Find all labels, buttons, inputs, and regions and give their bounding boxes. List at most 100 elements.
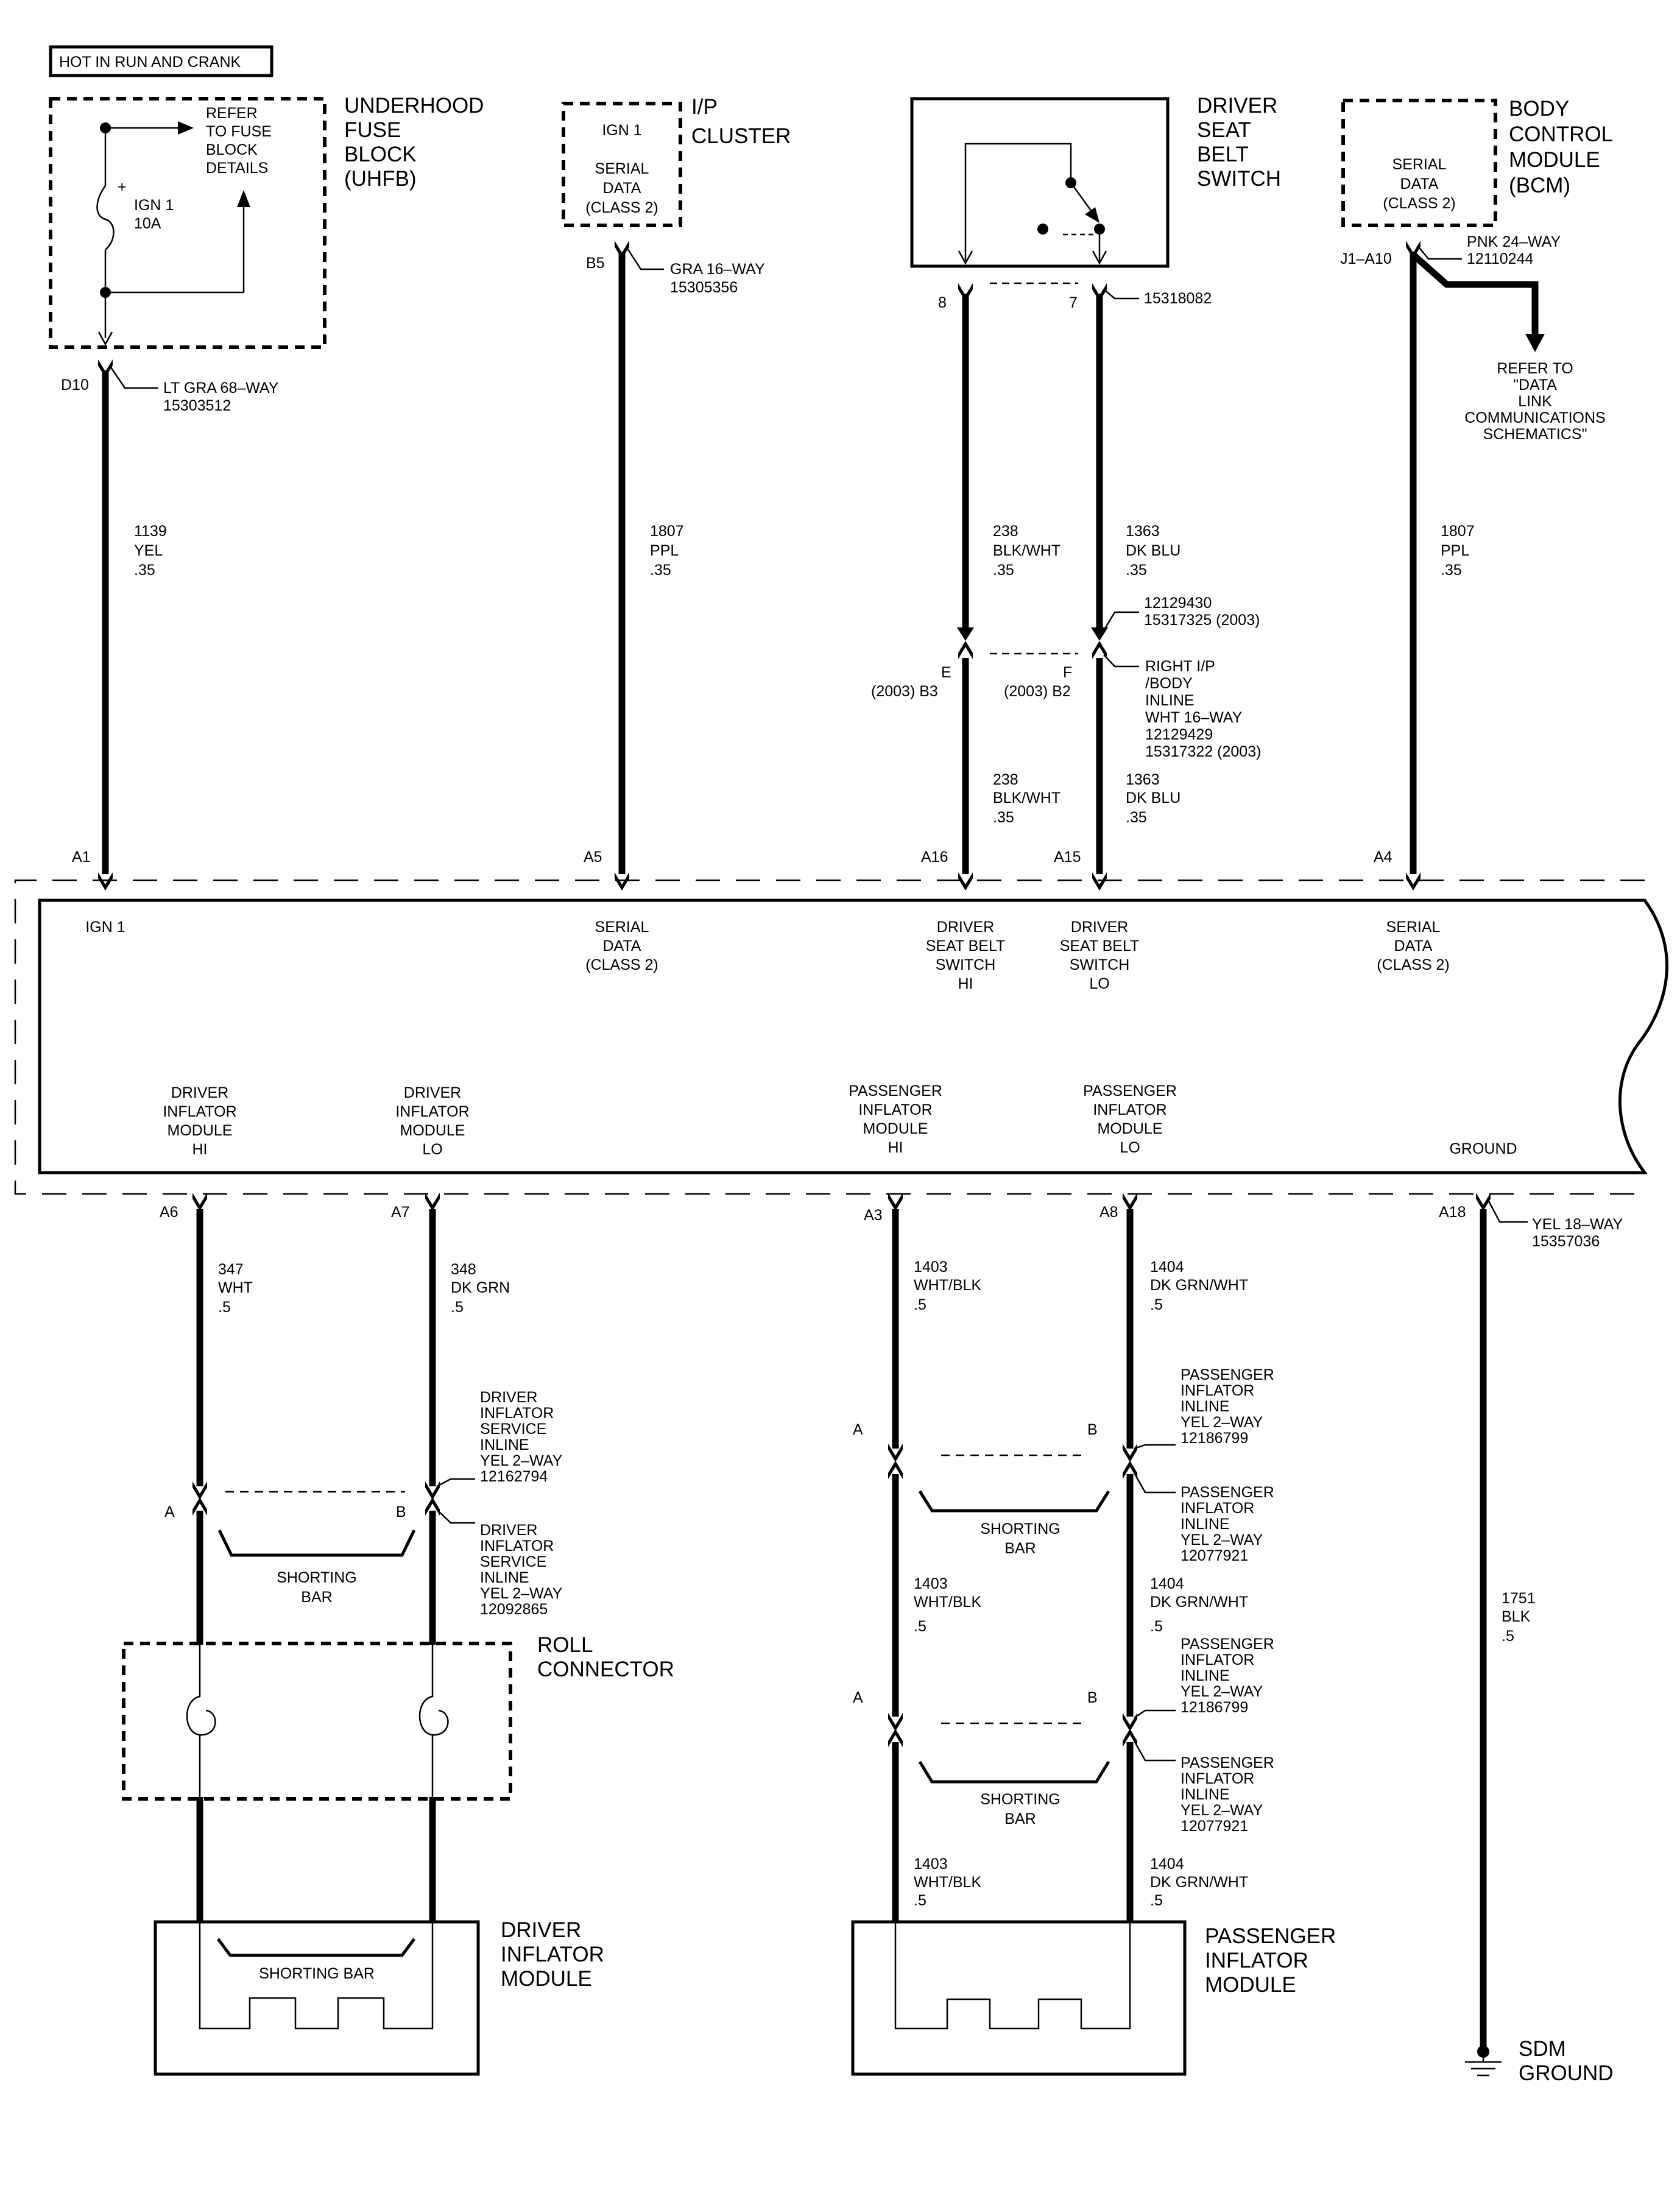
- bcm-connector-2: 12110244: [1467, 250, 1533, 267]
- sdm-pin-a7: A7: [391, 1204, 410, 1221]
- drv-module-title-3: MODULE: [501, 1967, 592, 1991]
- pass-pin-b-1: B: [1087, 1421, 1098, 1438]
- sdm-top-serial-b-1: SERIAL: [1386, 919, 1441, 936]
- pass-inl-d-3: INLINE: [1181, 1786, 1230, 1803]
- w238a-1: 238: [993, 523, 1018, 540]
- pass-inl-a-4: YEL 2–WAY: [1181, 1414, 1263, 1431]
- ip-box-text-1: IGN 1: [602, 122, 641, 139]
- drv-svc2-1: DRIVER: [480, 1522, 537, 1539]
- drv-svc2-6: 12092865: [480, 1601, 548, 1618]
- w1139-3: .35: [134, 562, 155, 579]
- w1751-1: 1751: [1502, 1590, 1536, 1607]
- ip-box-text-4: (CLASS 2): [585, 199, 658, 216]
- sdm-bot-dilo-3: MODULE: [400, 1122, 465, 1139]
- driver-seat-belt-switch: DRIVER SEAT BELT SWITCH: [910, 94, 1281, 268]
- arrow-up-icon: [237, 190, 250, 207]
- w347-3: .5: [218, 1299, 231, 1316]
- sdm-top-serial-1: SERIAL: [595, 919, 649, 936]
- w1751-2: BLK: [1502, 1608, 1531, 1625]
- roll-coil-icon: [186, 1645, 216, 1797]
- sdm-bot-ground: GROUND: [1449, 1140, 1517, 1157]
- uhfb-pin-d10: D10: [61, 376, 89, 394]
- pw1404c-3: .5: [1150, 1892, 1163, 1909]
- w348-3: .5: [451, 1299, 464, 1316]
- passenger-inflator-circuit: 1403 WHT/BLK .5 1404 DK GRN/WHT .5 A B P…: [851, 1209, 1336, 2076]
- pw1403c-3: .5: [914, 1892, 926, 1909]
- sdm-pin-a15: A15: [1054, 849, 1081, 866]
- uhfb-title-1: UNDERHOOD: [344, 94, 484, 118]
- pw1404b-3: .5: [1150, 1618, 1163, 1635]
- w1363b-3: .35: [1126, 809, 1147, 826]
- ip-inline-label-6: 15317322 (2003): [1145, 743, 1261, 760]
- pass-inl-b-1: PASSENGER: [1181, 1484, 1274, 1501]
- uhfb-refer-3: BLOCK: [206, 141, 258, 158]
- sdm-top-sblo-4: LO: [1089, 975, 1109, 992]
- drv-svc2-5: YEL 2–WAY: [480, 1585, 563, 1602]
- bcm-refer-1: REFER TO: [1497, 360, 1573, 377]
- switch-title-1: DRIVER: [1197, 94, 1277, 118]
- w1807a-1: 1807: [650, 523, 684, 540]
- sdm-bot-pilo-3: MODULE: [1098, 1120, 1163, 1137]
- underhood-fuse-block: + IGN 1 10A REFER TO FUSE BLOCK DETAILS …: [49, 94, 484, 349]
- w348-2: DK GRN: [451, 1279, 510, 1296]
- sdm-bot-dilo-1: DRIVER: [404, 1084, 461, 1101]
- bcm-connector-1: PNK 24–WAY: [1467, 233, 1561, 250]
- switch-arrow-icon: [1085, 207, 1099, 223]
- bcm-box-text-3: (CLASS 2): [1383, 195, 1455, 212]
- driver-inflator-circuit: 347 WHT .5 348 DK GRN .5 DRIVER INFLATOR…: [122, 1209, 674, 2076]
- ip-inline-part-2: 15317325 (2003): [1144, 612, 1260, 629]
- pass-inl-a-3: INLINE: [1181, 1398, 1230, 1415]
- sdm-top-label-ign: IGN 1: [85, 919, 125, 936]
- sdm-pin-a8: A8: [1099, 1204, 1118, 1221]
- drv-svc1-1: DRIVER: [480, 1389, 537, 1406]
- pass-sb2-2: BAR: [1004, 1810, 1036, 1827]
- sdm-bot-dilo-2: INFLATOR: [395, 1103, 469, 1120]
- bcm-refer-5: SCHEMATICS": [1483, 426, 1587, 443]
- w1363b-2: DK BLU: [1126, 789, 1181, 807]
- sdm-pin-a6: A6: [160, 1204, 178, 1221]
- ip-connector-2: 15305356: [670, 279, 738, 296]
- pass-inl-c-5: 12186799: [1181, 1699, 1248, 1716]
- switch-title-2: SEAT: [1197, 118, 1251, 142]
- uhfb-connector-1: LT GRA 68–WAY: [163, 380, 279, 397]
- w1139-2: YEL: [134, 542, 163, 559]
- sdm-bot-pihi-1: PASSENGER: [849, 1082, 942, 1100]
- sdm-bot-dihi-1: DRIVER: [171, 1084, 228, 1101]
- fuse-plus: +: [118, 178, 127, 196]
- sdm-top-sblo-1: DRIVER: [1071, 919, 1128, 936]
- uhfb-connector-2: 15303512: [163, 397, 231, 414]
- ip-inline-label-2: /BODY: [1145, 675, 1193, 692]
- sdm-pin-a3: A3: [864, 1207, 883, 1224]
- uhfb-title-3: BLOCK: [344, 143, 417, 166]
- drv-svc2-4: INLINE: [480, 1569, 529, 1586]
- w238a-3: .35: [993, 562, 1014, 579]
- fuse-label-2: 10A: [134, 215, 161, 232]
- bcm-refer-3: LINK: [1518, 393, 1552, 410]
- w1363a-1: 1363: [1126, 523, 1160, 540]
- pw1403c-1: 1403: [914, 1855, 948, 1873]
- bcm-title-3: MODULE: [1509, 148, 1600, 172]
- sdm-top-pins: A1 A5 A16 A15 A4: [72, 849, 1421, 891]
- bcm-refer-2: "DATA: [1513, 376, 1557, 394]
- sdm-bot-pihi-4: HI: [888, 1139, 903, 1156]
- ip-cluster-dashed-box: [562, 102, 682, 227]
- passenger-inflator-module-box: [851, 1920, 1187, 2076]
- switch-pin-8: 8: [938, 294, 947, 311]
- pw1404a-1: 1404: [1150, 1259, 1184, 1276]
- sdm-bot-pilo-2: INFLATOR: [1093, 1101, 1166, 1118]
- sdm-pin-a18: A18: [1439, 1204, 1466, 1221]
- sdm-top-serial-2: DATA: [603, 937, 641, 955]
- pw1403a-2: WHT/BLK: [914, 1277, 981, 1294]
- roll-connector-box: [122, 1642, 512, 1801]
- seat-belt-switch-box: [910, 97, 1170, 268]
- pw1404c-1: 1404: [1150, 1855, 1184, 1873]
- pw1403a-1: 1403: [914, 1259, 948, 1276]
- pw1404c-2: DK GRN/WHT: [1150, 1874, 1248, 1891]
- wire-1807-ip: B5 GRA 16–WAY 15305356 1807 PPL .35: [586, 241, 765, 874]
- ip-inline-pin-f-2003: (2003) B2: [1004, 683, 1071, 700]
- sdm-bottom-connector-2: 15357036: [1532, 1233, 1600, 1250]
- drv-module-title-2: INFLATOR: [501, 1943, 604, 1966]
- sdm-bot-dilo-4: LO: [422, 1141, 442, 1158]
- ip-title-1: I/P: [691, 95, 718, 119]
- switch-pin-7: 7: [1069, 294, 1078, 311]
